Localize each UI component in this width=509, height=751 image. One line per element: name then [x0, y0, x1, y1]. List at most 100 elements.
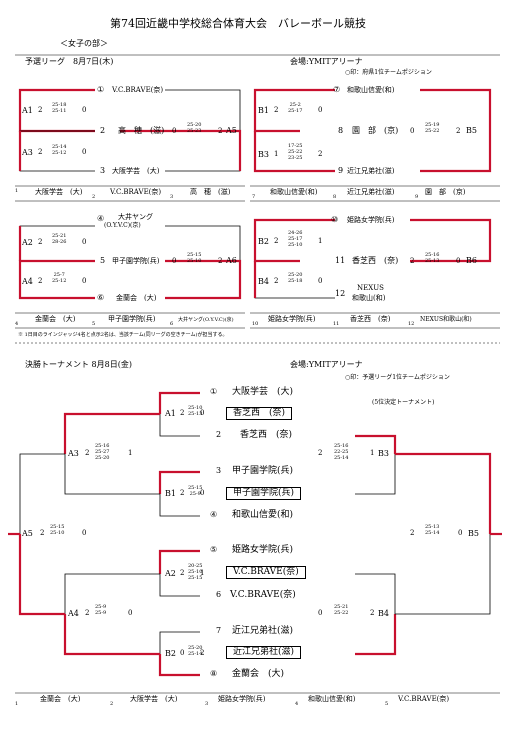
team-number: 3	[216, 466, 222, 475]
match-sets-left: 2	[38, 106, 43, 114]
team-number: ⑥	[97, 293, 105, 302]
footnote: ※ 1日目のラインジャッジ4名と点示2名は、当該チーム(同リーグの空きチーム)が…	[18, 332, 228, 338]
match-sets-right: 0	[128, 609, 133, 617]
match-scores: 25-9 25-9	[95, 604, 107, 616]
fifth-place-note: (5位決定トーナメント)	[372, 399, 435, 406]
match-scores: 25-21 25-22	[334, 604, 349, 616]
team-name: 和歌山信愛(和)	[232, 510, 294, 520]
team-name-boxed: 甲子園学院(兵)	[226, 487, 302, 500]
match-sets-right: 0	[82, 148, 87, 156]
match-code: B4	[258, 277, 269, 286]
team-name: 近江兄弟社(滋)	[347, 167, 395, 175]
standing-team: 近江兄弟社(滋)	[347, 188, 395, 196]
match-sets-right: 1	[370, 449, 375, 457]
match-code: B6	[466, 256, 477, 265]
league-b-bottom-lines	[250, 218, 500, 329]
team-number: ①	[97, 85, 105, 94]
match-code: A4	[22, 277, 33, 286]
team-name: 和歌山信愛(和)	[347, 86, 395, 94]
match-code: B2	[258, 237, 269, 246]
match-sets-right: 2	[456, 127, 461, 135]
match-sets-left: 0	[318, 609, 323, 617]
team-name: 大井ヤング	[118, 213, 153, 221]
standing-rank: 12	[408, 321, 415, 327]
team-number: 9	[338, 166, 344, 175]
match-scores: 25-15 25-10	[50, 524, 65, 536]
standing-rank: 6	[170, 321, 174, 327]
team-name: 大阪学芸 (大)	[232, 387, 294, 397]
standing-rank: 4	[295, 701, 299, 707]
match-sets-left: 2	[38, 277, 43, 285]
match-scores: 25-10 25-13	[188, 405, 203, 417]
match-scores: 17-25 25-22 23-25	[288, 143, 303, 161]
team-number: 2	[216, 430, 222, 439]
match-scores: 25-20 25-14	[188, 645, 203, 657]
match-sets-left: 2	[274, 237, 279, 245]
match-code: A4	[68, 609, 79, 618]
match-sets-left: 2	[38, 238, 43, 246]
tournament-mark-note: ○印：予選リーグ1位チームポジション	[345, 374, 450, 381]
match-scores: 25-16 25-27 25-20	[95, 443, 110, 461]
match-scores: 25-2 25-17	[288, 102, 303, 114]
match-sets-left: 2	[274, 106, 279, 114]
match-sets-right: 2	[200, 649, 205, 657]
team-name: V.C.BRAVE(奈)	[112, 86, 164, 94]
match-scores: 24-26 25-17 25-10	[288, 230, 303, 248]
team-number: 5	[100, 256, 106, 265]
match-scores: 25-13 25-14	[425, 524, 440, 536]
team-number: ④	[97, 214, 105, 223]
team-number: ⑦	[333, 85, 341, 94]
match-scores: 25-18 25-11	[52, 102, 67, 114]
match-scores: 20-25 25-10 25-15	[188, 563, 203, 581]
standing-team: 金蘭会 (大)	[40, 695, 81, 703]
team-number: ④	[210, 510, 218, 519]
standing-team: 香芝西 (奈)	[350, 315, 391, 323]
prelim-league-date: 予選リーグ 8月7日(木)	[25, 57, 114, 66]
match-code: A1	[165, 409, 176, 418]
team-name: 香芝西 (奈)	[352, 256, 399, 265]
match-code: B1	[165, 489, 176, 498]
match-code: B5	[466, 126, 477, 135]
standing-rank: 3	[170, 194, 174, 200]
match-sets-left: 2	[410, 529, 415, 537]
match-sets-left: 2	[274, 277, 279, 285]
match-sets-left: 0	[410, 127, 415, 135]
standing-team: 姫路女学院(兵)	[268, 315, 316, 323]
match-sets-right: 0	[82, 106, 87, 114]
match-sets-left: 2	[180, 569, 185, 577]
match-scores: 25-16 25-13	[425, 252, 440, 264]
team-number: 7	[216, 626, 222, 635]
standing-rank: 1	[15, 188, 19, 194]
match-scores: 25-20 25-23	[187, 122, 202, 134]
standing-team: 大阪学芸 (大)	[130, 695, 178, 703]
team-number: 3	[100, 166, 106, 175]
match-code: B4	[378, 609, 389, 618]
match-sets-right: 2	[218, 127, 223, 135]
match-sets-left: 2	[85, 449, 90, 457]
match-code: B3	[258, 150, 269, 159]
match-scores: 25-19 25-22	[425, 122, 440, 134]
match-code: A3	[68, 449, 79, 458]
team-number: 8	[338, 126, 344, 135]
team-name: 香芝西 (奈)	[240, 430, 293, 440]
team-number: ⑩	[331, 215, 339, 224]
match-scores: 25-7 25-12	[52, 272, 67, 284]
match-sets-left: 2	[40, 529, 45, 537]
standing-rank: 1	[15, 701, 19, 707]
match-sets-right: 2	[370, 609, 375, 617]
team-name: 金蘭会 (大)	[232, 669, 285, 679]
match-sets-right: 2	[218, 257, 223, 265]
match-sets-left: 2	[180, 409, 185, 417]
team-name: NEXUS	[357, 284, 384, 292]
match-sets-left: 1	[274, 150, 279, 158]
match-scores: 25-20 25-18	[288, 272, 303, 284]
standing-rank: 8	[333, 194, 337, 200]
tournament-lines	[8, 391, 502, 694]
standing-rank: 5	[385, 701, 389, 707]
match-sets-right: 0	[318, 106, 323, 114]
standing-team: 甲子園学院(兵)	[108, 315, 156, 323]
standing-rank: 2	[92, 194, 96, 200]
standing-team: 大阪学芸 (大)	[35, 188, 83, 196]
standing-team: 高 穂 (滋)	[190, 188, 231, 196]
division-label: ＜女子の部＞	[60, 39, 108, 48]
